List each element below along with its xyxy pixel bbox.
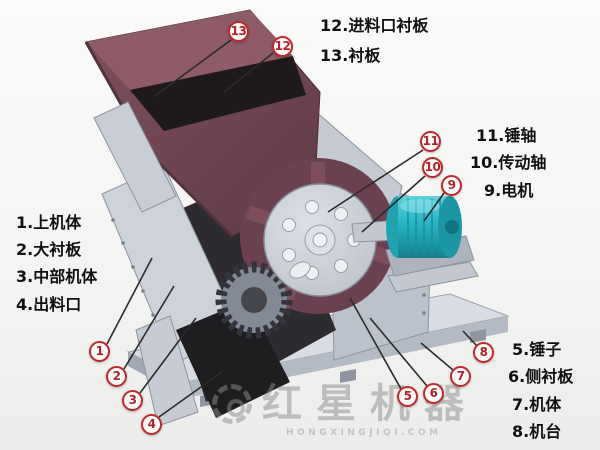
callout-10: 10 [422, 157, 443, 178]
callout-6: 6 [423, 383, 444, 404]
leader-lines [106, 39, 478, 418]
label-11-hammer-shaft: 11.锤轴 [476, 126, 537, 145]
label-9-motor: 9.电机 [484, 181, 534, 200]
callout-1: 1 [89, 341, 110, 362]
callout-12: 12 [272, 36, 293, 57]
callout-11: 11 [420, 131, 441, 152]
callout-2: 2 [106, 366, 127, 387]
hammer-shaft-end [312, 232, 328, 248]
label-2-big-liner: 2.大衬板 [16, 240, 82, 259]
label-3-middle-body: 3.中部机体 [16, 267, 98, 286]
callout-8: 8 [473, 342, 494, 363]
label-4-discharge-port: 4.出料口 [16, 295, 82, 314]
label-7-body: 7.机体 [512, 395, 562, 414]
gear-ring [215, 261, 293, 339]
motor [385, 196, 479, 293]
callout-13: 13 [228, 21, 249, 42]
label-10-drive-shaft: 10.传动轴 [470, 153, 547, 172]
callout-5: 5 [397, 386, 418, 407]
label-1-upper-body: 1.上机体 [16, 213, 82, 232]
callout-3: 3 [122, 390, 143, 411]
callout-9: 9 [441, 175, 462, 196]
label-5-hammer: 5.锤子 [512, 340, 562, 359]
hopper-inlet-opening [130, 56, 306, 131]
callout-7: 7 [450, 366, 471, 387]
callout-4: 4 [141, 414, 162, 435]
label-6-side-liner: 6.侧衬板 [508, 367, 574, 386]
label-12-feed-inlet-liner: 12.进料口衬板 [320, 16, 429, 35]
front-leg [135, 315, 199, 427]
rotor-flange-disc [263, 183, 377, 297]
label-13-liner: 13.衬板 [320, 46, 381, 65]
label-8-machine-stand: 8.机台 [512, 422, 562, 441]
hopper-bracket [93, 101, 177, 213]
